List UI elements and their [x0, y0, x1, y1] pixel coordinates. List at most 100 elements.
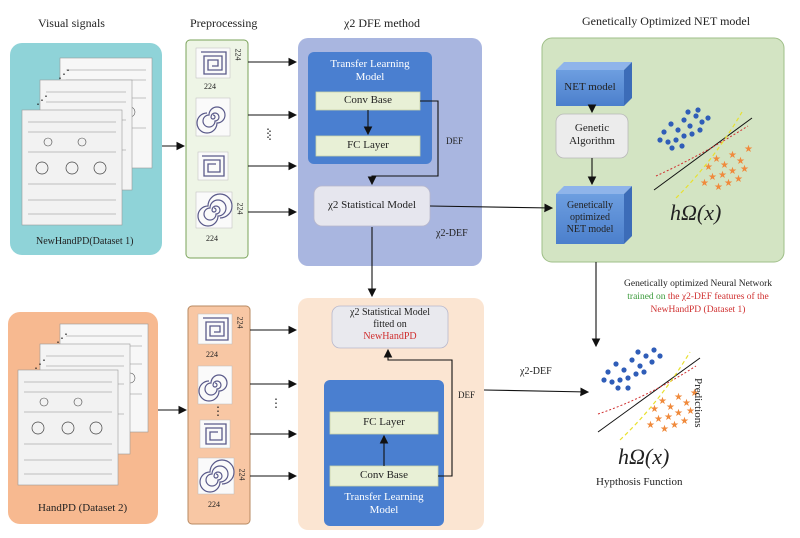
svg-text:★: ★	[650, 404, 659, 415]
fc-layer-label-bottom: FC Layer	[363, 416, 405, 428]
conv-base-label-top: Conv Base	[344, 94, 392, 106]
header-net-model: Genetically Optimized NET model	[582, 14, 751, 28]
size-label: 224	[235, 316, 245, 329]
optimized-line3: NET model	[566, 224, 614, 235]
fc-layer-label-top: FC Layer	[347, 139, 389, 151]
trained-note: Genetically optimized Neural Network tra…	[600, 278, 796, 317]
svg-text:★: ★	[664, 412, 673, 423]
transfer-model-title-bottom: Transfer Learning Model	[324, 491, 444, 517]
preprocessing-top-thumbs	[195, 47, 233, 229]
svg-text:⋰: ⋰	[56, 331, 68, 345]
svg-text:★: ★	[736, 156, 745, 167]
ellipsis: ⋮	[212, 404, 224, 418]
svg-text:★: ★	[674, 408, 683, 419]
h-function-top: hΩ(x)	[670, 200, 722, 225]
trained-line1: Genetically optimized Neural Network	[624, 279, 772, 289]
transfer-title-line2: Model	[355, 71, 385, 83]
svg-text:⋰: ⋰	[58, 67, 70, 81]
net-model-label: NET model	[564, 81, 616, 93]
header-preprocessing: Preprocessing	[190, 16, 258, 30]
svg-text:★: ★	[666, 402, 675, 413]
svg-text:★: ★	[718, 170, 727, 181]
svg-text:★: ★	[734, 174, 743, 185]
svg-text:★: ★	[660, 424, 669, 435]
svg-text:★: ★	[700, 178, 709, 189]
svg-text:★: ★	[744, 144, 753, 155]
ellipsis: ⋮	[262, 126, 274, 140]
genetic-algorithm-label: Genetic Algorithm	[556, 122, 628, 148]
svg-text:⋰: ⋰	[36, 93, 48, 107]
transfer-title-line1: Transfer Learning	[330, 58, 410, 70]
optimized-line1: Genetically	[566, 200, 614, 211]
svg-text:★: ★	[724, 178, 733, 189]
svg-text:★: ★	[686, 406, 695, 417]
predictions-label: Predictions	[692, 378, 704, 428]
svg-text:★: ★	[690, 388, 699, 399]
size-label: 224	[237, 468, 247, 481]
x2def-label-top: χ2-DEF	[436, 228, 468, 239]
svg-text:★: ★	[682, 398, 691, 409]
conv-base-label-bottom: Conv Base	[360, 469, 408, 481]
header-dfe-method: χ2 DFE method	[344, 16, 420, 30]
fc-layer-box-bottom	[329, 411, 439, 435]
size-label: 224	[208, 500, 220, 509]
optimized-net-cube	[556, 186, 632, 244]
fc-layer-box-top	[315, 135, 421, 157]
stat-model-label-bottom: χ2 Statistical Model fitted on NewHandPD	[332, 307, 448, 343]
svg-text:★: ★	[712, 154, 721, 165]
net-model-cube	[556, 62, 632, 106]
size-label: 224	[206, 234, 218, 243]
optimized-net-label: Genetically optimized NET model	[556, 200, 624, 236]
transfer-line2: Model	[369, 504, 399, 516]
stat-model-box-bottom	[331, 305, 449, 349]
svg-text:⋰: ⋰	[34, 357, 46, 371]
def-label-top: DEF	[446, 136, 464, 146]
trained-line3: NewHandPD (Dataset 1)	[650, 305, 746, 315]
ellipsis: ⋮	[270, 396, 282, 410]
stat-line1: χ2 Statistical Model	[350, 307, 430, 318]
header-visual-signals: Visual signals	[38, 16, 105, 30]
svg-text:★: ★	[708, 172, 717, 183]
dataset2-sheets: ⋰ ⋰	[17, 323, 149, 486]
svg-text:★: ★	[674, 392, 683, 403]
svg-text:★: ★	[670, 420, 679, 431]
trained-line2-a: trained on	[627, 292, 666, 302]
genetic-line1: Genetic	[574, 122, 610, 134]
stat-line3: NewHandPD	[363, 331, 417, 342]
trained-line2: trained on the χ2-DEF features of the	[600, 291, 796, 304]
size-label: 224	[235, 202, 245, 215]
stat-model-label-top: χ2 Statistical Model	[328, 199, 416, 211]
optimized-line2: optimized	[570, 212, 610, 223]
x2def-label-output: χ2-DEF	[520, 366, 552, 377]
svg-text:★: ★	[740, 164, 749, 175]
trained-line2-b: the χ2-DEF features of the	[667, 292, 769, 302]
size-label: 224	[204, 82, 216, 91]
size-label: 224	[233, 48, 243, 61]
svg-text:★: ★	[680, 416, 689, 427]
transfer-line1: Transfer Learning	[344, 491, 424, 503]
svg-text:★: ★	[704, 162, 713, 173]
dataset1-label: NewHandPD(Dataset 1)	[36, 236, 134, 247]
def-label-bottom: DEF	[458, 390, 476, 400]
scatter-plot-bottom: ★★★★ ★★★★ ★★★★ ★★	[597, 347, 701, 441]
flow-arrows	[158, 57, 601, 481]
transfer-model-title-top: Transfer Learning Model	[308, 58, 432, 84]
svg-text:★: ★	[728, 150, 737, 161]
svg-text:★: ★	[646, 420, 655, 431]
svg-text:★: ★	[654, 414, 663, 425]
dataset2-label: HandPD (Dataset 2)	[38, 502, 128, 514]
preprocessing-bottom-thumbs	[197, 313, 235, 495]
scatter-plot-top: ★★★★ ★★★★ ★★★★ ★★	[653, 107, 753, 199]
h-function-bottom: hΩ(x)	[618, 444, 670, 469]
svg-text:★: ★	[714, 182, 723, 193]
svg-text:★: ★	[720, 160, 729, 171]
svg-text:★: ★	[728, 166, 737, 177]
size-label: 224	[206, 350, 218, 359]
stat-line2: fitted on	[373, 319, 407, 330]
hypothesis-label: Hypthosis Function	[596, 476, 683, 488]
dataset1-sheets: ⋰ ⋰	[21, 57, 153, 226]
ellipsis: ⋮	[264, 128, 276, 142]
svg-text:★: ★	[658, 396, 667, 407]
genetic-line2: Algorithm	[569, 135, 615, 147]
